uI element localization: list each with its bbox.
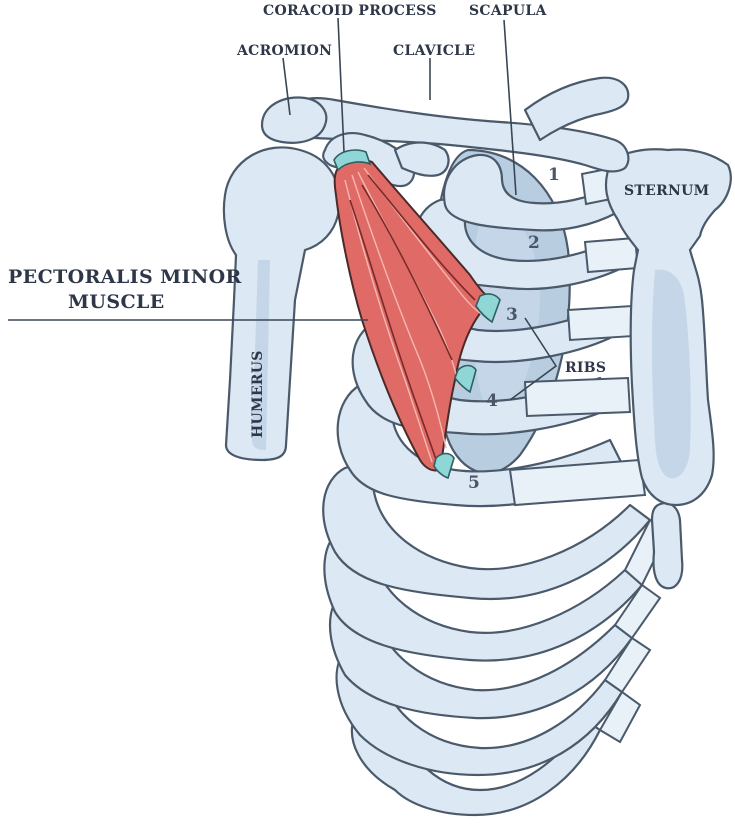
- scapula-leader: [503, 19, 517, 196]
- label-acromion: ACROMION: [236, 43, 332, 59]
- label-scapula: SCAPULA: [469, 3, 547, 19]
- coracoid-leader: [337, 17, 345, 153]
- rib-number-3: 3: [506, 305, 518, 325]
- label-ribs: RIBS: [565, 360, 606, 376]
- scapula-superior-border: [523, 76, 630, 142]
- leader-lines: [8, 17, 558, 401]
- label-pectoralis-minor-line1: PECTORALIS MINOR: [8, 266, 242, 288]
- label-sternum: STERNUM: [624, 183, 709, 199]
- label-coracoid-process: CORACOID PROCESS: [263, 3, 437, 19]
- rib-number-2: 2: [528, 233, 540, 253]
- pectoralis-minor-muscle: [333, 149, 501, 480]
- labels: CORACOID PROCESS SCAPULA ACROMION CLAVIC…: [8, 3, 709, 438]
- rib-number-4: 4: [486, 391, 498, 411]
- sternum-bone: [604, 148, 732, 507]
- acromion-leader: [282, 57, 291, 116]
- label-clavicle: CLAVICLE: [393, 43, 475, 59]
- label-pectoralis-minor-line2: MUSCLE: [68, 291, 165, 313]
- lower-ribs: [322, 465, 670, 817]
- ribs-leader: [509, 317, 558, 401]
- acromion-bone: [260, 96, 328, 144]
- label-humerus: HUMERUS: [250, 350, 266, 438]
- rib-number-1: 1: [548, 165, 560, 185]
- xiphoid-process: [650, 502, 684, 590]
- rib-numbers: 1 2 3 4 5: [468, 165, 560, 493]
- rib-number-5: 5: [468, 473, 480, 493]
- humerus-bone: [222, 146, 341, 462]
